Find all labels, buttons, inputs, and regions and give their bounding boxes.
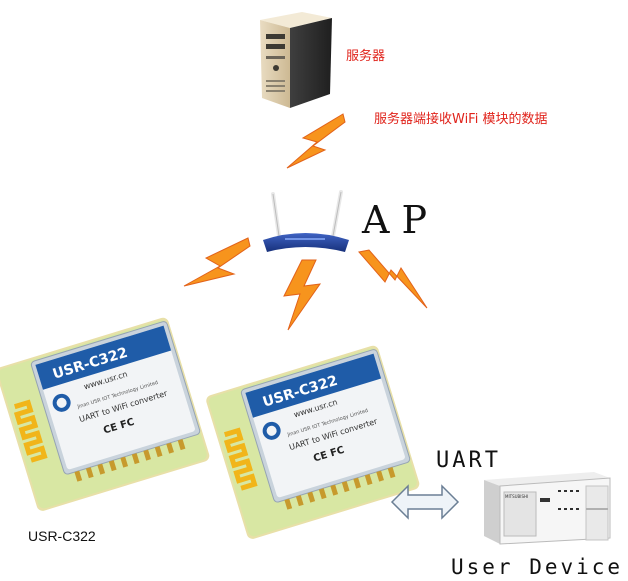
- wifi-module-1: USR-C322 www.usr.cn Jinan USR IOT Techno…: [0, 317, 210, 511]
- server-receive-caption: 服务器端接收WiFi 模块的数据: [374, 112, 548, 127]
- router-icon: [263, 190, 349, 252]
- lightning-icon-server: [286, 113, 346, 169]
- wifi-module-2: USR-C322 www.usr.cn Jinan USR IOT Techno…: [206, 345, 420, 539]
- lightning-icon-right: [358, 249, 428, 309]
- plc-device-icon: MITSUBISHI: [484, 472, 611, 545]
- server-icon: [260, 12, 332, 108]
- lightning-icon-center: [283, 259, 322, 331]
- uart-label: UART: [436, 448, 501, 473]
- device-label: User Device: [451, 555, 624, 579]
- ap-label: A P: [362, 198, 428, 242]
- device-brand-text: MITSUBISHI: [505, 494, 528, 499]
- server-label: 服务器: [346, 49, 386, 64]
- module-caption: USR-C322: [28, 528, 96, 544]
- bidirectional-arrow-icon: [390, 484, 460, 520]
- lightning-icon-left: [183, 237, 251, 287]
